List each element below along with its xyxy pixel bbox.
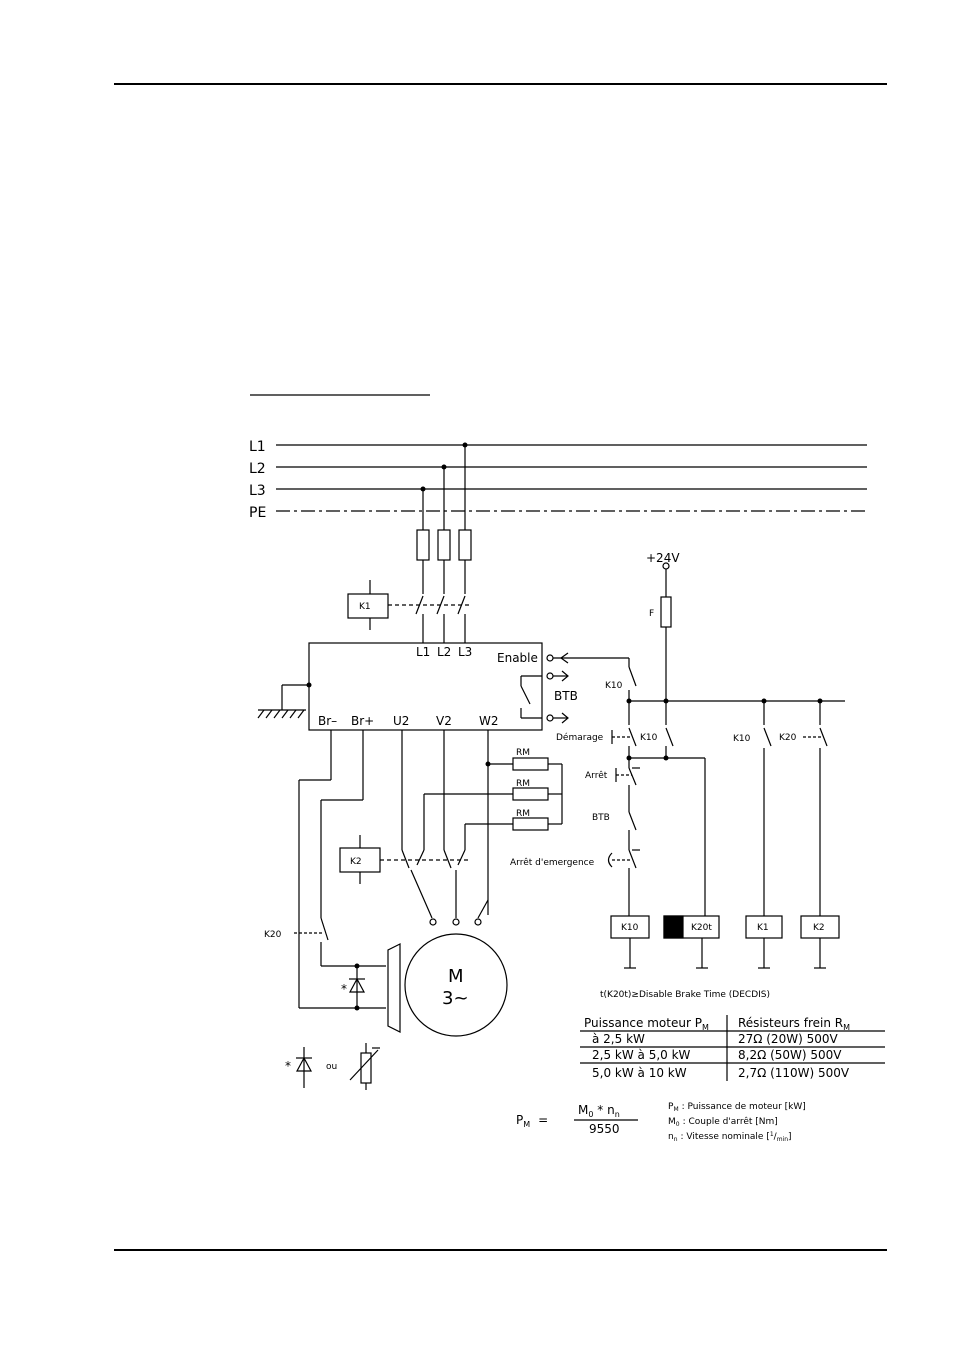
fuse-l2	[437, 529, 451, 561]
motor-brake	[387, 943, 401, 1033]
legend-ou: ou	[326, 1062, 337, 1072]
ctrl-enable: Enable	[497, 651, 538, 665]
motor-phase-label: 3~	[442, 988, 469, 1009]
rm-resistor-2	[512, 787, 549, 801]
legend-nn: nn: Vitesse nominale [1/min]	[668, 1131, 792, 1143]
legend-m0: M0: Couple d'arrêt [Nm]	[668, 1116, 778, 1128]
supply-voltage: +24V	[646, 551, 680, 565]
k10-hold-label: K10	[640, 733, 658, 743]
fuse-l3	[416, 529, 430, 561]
k20-brake-label: K20	[264, 930, 282, 940]
k20-k2-label: K20	[779, 733, 797, 743]
formula-denominator: 9550	[589, 1122, 620, 1136]
k1-coil-label: K1	[757, 923, 769, 933]
ctrl-u2: U2	[393, 714, 409, 728]
ground-hatch	[257, 709, 305, 719]
table-header-resistor: Résisteurs frein RM	[738, 1016, 850, 1032]
bus-label-pe: PE	[249, 505, 266, 521]
ctrl-l1: L1	[416, 645, 430, 659]
table-row-1-power: à 2,5 kW	[592, 1032, 645, 1046]
k1-box-label: K1	[359, 602, 371, 612]
rm-label-3: RM	[516, 809, 530, 819]
k10-k1-label: K10	[733, 734, 751, 744]
k20t-note: t(K20t)≥Disable Brake Time (DECDIS)	[600, 990, 770, 1000]
rm-label-1: RM	[516, 748, 530, 758]
k2-box-label: K2	[350, 857, 362, 867]
rm-resistor-1	[512, 757, 549, 771]
formula-numerator: M0 * nn	[578, 1103, 620, 1119]
fuse-l1	[458, 529, 472, 561]
k10-enable-label: K10	[605, 681, 623, 691]
ctrl-v2: V2	[436, 714, 452, 728]
table-row-2-resistor: 8,2Ω (50W) 500V	[738, 1048, 842, 1062]
motor	[404, 933, 508, 1037]
diode-asterisk: *	[341, 982, 347, 996]
bus-label-l3: L3	[249, 483, 266, 499]
ctrl-btb: BTB	[554, 689, 578, 703]
btb-branch-label: BTB	[592, 813, 610, 823]
ctrl-w2: W2	[479, 714, 499, 728]
ctrl-l3: L3	[458, 645, 472, 659]
formula-lhs: PM=	[516, 1113, 548, 1129]
table-row-3-resistor: 2,7Ω (110W) 500V	[738, 1066, 850, 1080]
rm-label-2: RM	[516, 779, 530, 789]
table-row-1-resistor: 27Ω (20W) 500V	[738, 1032, 838, 1046]
fuse-f	[660, 596, 672, 628]
fuse-f-label: F	[649, 609, 654, 619]
arret-urgence-label: Arrêt d'emergence	[510, 857, 595, 868]
table-row-3-power: 5,0 kW à 10 kW	[592, 1066, 687, 1080]
bus-label-l1: L1	[249, 439, 266, 455]
k2-coil-label: K2	[813, 923, 825, 933]
demarrage-label: Démarage	[556, 732, 604, 743]
ctrl-br-plus: Br+	[351, 714, 374, 728]
k10-coil-label: K10	[621, 923, 639, 933]
motor-m-label: M	[448, 966, 464, 987]
k20t-coil-label: K20t	[691, 923, 712, 933]
bus-label-l2: L2	[249, 461, 266, 477]
legend-pm: PM: Puissance de moteur [kW]	[668, 1102, 806, 1113]
table-header-power: Puissance moteur PM	[584, 1016, 709, 1032]
rm-resistor-3	[512, 817, 549, 831]
ctrl-br-minus: Br–	[318, 714, 337, 728]
junction-dots	[306, 442, 823, 1011]
ctrl-l2: L2	[437, 645, 451, 659]
k1-coil-box	[347, 593, 389, 619]
legend-asterisk: *	[285, 1059, 291, 1073]
arret-label: Arrêt	[585, 770, 608, 781]
table-row-2-power: 2,5 kW à 5,0 kW	[592, 1048, 691, 1062]
